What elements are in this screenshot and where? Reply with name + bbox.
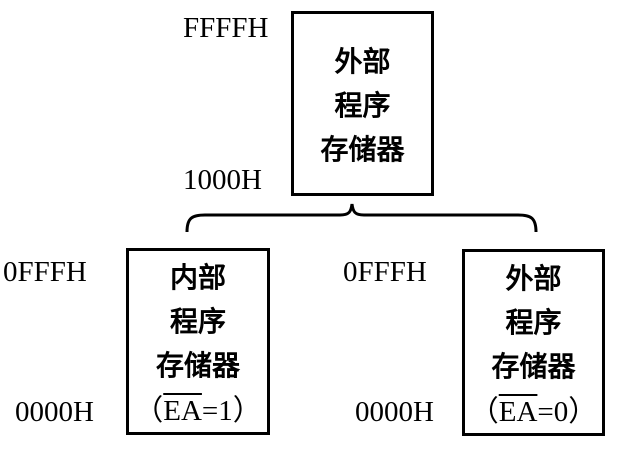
top-memory-line-1: 外部	[334, 45, 391, 78]
external-memory-line-3: 存储器	[491, 350, 576, 383]
ea-value: =1	[201, 395, 233, 427]
left-address-high: 0FFFH	[3, 256, 87, 288]
top-address-high: FFFFH	[183, 12, 269, 44]
paren-close: ）	[232, 395, 262, 427]
top-address-low: 1000H	[183, 164, 262, 196]
ea-value: =0	[537, 396, 569, 428]
ea-signal: EA	[163, 395, 202, 427]
internal-memory-line-2: 程序	[169, 305, 226, 338]
top-memory-line-3: 存储器	[320, 133, 405, 166]
external-memory-box-low: 外部 程序 存储器 （EA=0）	[462, 249, 605, 436]
left-address-low: 0000H	[15, 396, 94, 428]
internal-memory-box: 内部 程序 存储器 （EA=1）	[126, 248, 270, 435]
brace-path	[185, 203, 538, 233]
right-address-low: 0000H	[355, 396, 434, 428]
internal-memory-line-1: 内部	[169, 261, 226, 294]
top-memory-line-2: 程序	[334, 89, 391, 122]
right-address-high: 0FFFH	[343, 256, 427, 288]
ea-condition-0: （EA=0）	[465, 398, 602, 427]
paren-open: （	[134, 395, 164, 427]
top-memory-box: 外部 程序 存储器	[291, 11, 434, 196]
external-memory-line-2: 程序	[505, 306, 562, 339]
ea-condition-1: （EA=1）	[129, 397, 267, 426]
external-memory-line-1: 外部	[505, 262, 562, 295]
ea-signal: EA	[498, 396, 538, 428]
paren-close: ）	[568, 396, 598, 428]
internal-memory-line-3: 存储器	[155, 349, 240, 382]
paren-open: （	[469, 396, 499, 428]
